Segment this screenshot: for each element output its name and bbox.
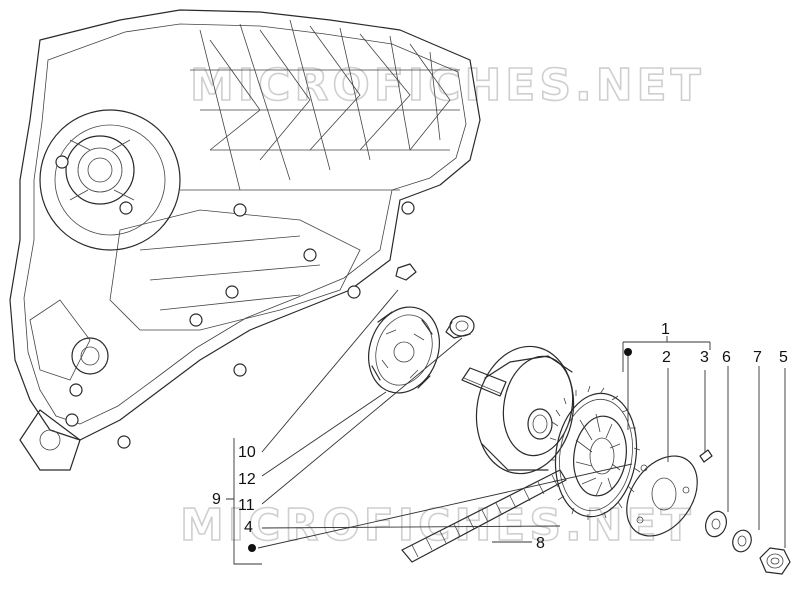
bullet-marker-9 bbox=[248, 544, 256, 552]
callout-3: 3 bbox=[700, 349, 709, 366]
callout-10: 10 bbox=[238, 444, 256, 461]
callout-11: 11 bbox=[238, 497, 255, 514]
washer-plate bbox=[626, 455, 698, 537]
washer-6 bbox=[705, 510, 727, 538]
callout-5: 5 bbox=[779, 349, 788, 366]
callout-1: 1 bbox=[661, 321, 670, 338]
callout-7: 7 bbox=[753, 349, 762, 366]
nut bbox=[759, 547, 791, 575]
ramp-plate bbox=[368, 306, 440, 394]
callout-6: 6 bbox=[722, 349, 731, 366]
fan-gear bbox=[549, 385, 641, 520]
crankcase-housing bbox=[9, 9, 481, 471]
drive-belt bbox=[401, 469, 567, 563]
callout-4: 4 bbox=[244, 519, 253, 536]
watermark-top: MICROFICHES.NET bbox=[190, 60, 705, 111]
callout-12: 12 bbox=[238, 471, 256, 488]
sleeve-shaft bbox=[461, 367, 507, 397]
callout-2: 2 bbox=[662, 349, 671, 366]
callout-9: 9 bbox=[212, 491, 221, 508]
roller-bush bbox=[445, 315, 475, 339]
callout-8: 8 bbox=[536, 535, 545, 552]
screw bbox=[699, 449, 713, 463]
bullet-marker-1 bbox=[624, 348, 632, 356]
leader-lines bbox=[226, 289, 786, 565]
pulley-half bbox=[475, 345, 575, 475]
washer-7 bbox=[732, 529, 752, 553]
